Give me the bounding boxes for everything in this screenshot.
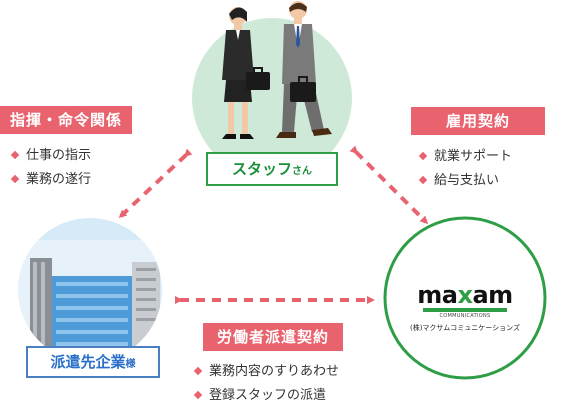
- company-logo: maxam COMMUNICATIONS (株)マクサムコミュニケーションズ: [385, 228, 545, 368]
- arrow-staff-company: [349, 145, 429, 225]
- dispatch-contract-list: 業務内容のすりあわせ 登録スタッフの派遣: [193, 360, 339, 408]
- company-logo-bar: [423, 308, 507, 312]
- company-logo-wordmark: maxam: [417, 281, 513, 309]
- list-item: 業務内容のすりあわせ: [193, 360, 339, 384]
- command-relation-list: 仕事の指示 業務の遂行: [10, 144, 91, 192]
- client-label-text: 派遣先企業: [50, 353, 126, 371]
- client-building-illustration: [18, 218, 162, 362]
- diamond-bullet-icon: [10, 174, 20, 183]
- list-item: 仕事の指示: [10, 144, 91, 168]
- staff-woman-figure: [222, 7, 270, 139]
- list-item: 就業サポート: [418, 145, 512, 169]
- company-name: (株)マクサムコミュニケーションズ: [409, 324, 521, 332]
- client-label: 派遣先企業様: [26, 346, 160, 378]
- company-circle: [383, 216, 547, 380]
- diamond-bullet-icon: [193, 366, 203, 375]
- staff-label: スタッフさん: [206, 152, 338, 186]
- list-item: 給与支払い: [418, 169, 512, 193]
- command-relation-tag: 指揮・命令関係: [0, 106, 132, 134]
- staff-label-text: スタッフ: [231, 160, 292, 178]
- list-item: 登録スタッフの派遣: [193, 384, 339, 408]
- staff-man-figure: [276, 1, 332, 138]
- diamond-bullet-icon: [10, 150, 20, 159]
- list-item: 業務の遂行: [10, 168, 91, 192]
- client-label-suffix: 様: [125, 359, 136, 370]
- company-logo-sub: COMMUNICATIONS: [439, 313, 491, 319]
- diamond-bullet-icon: [418, 151, 428, 160]
- employment-contract-tag: 雇用契約: [411, 107, 545, 135]
- arrow-staff-client: [118, 148, 193, 219]
- diamond-bullet-icon: [418, 175, 428, 184]
- diamond-bullet-icon: [193, 390, 203, 399]
- employment-contract-list: 就業サポート 給与支払い: [418, 145, 512, 193]
- staff-label-suffix: さん: [292, 166, 312, 177]
- dispatch-contract-tag: 労働者派遣契約: [203, 323, 343, 351]
